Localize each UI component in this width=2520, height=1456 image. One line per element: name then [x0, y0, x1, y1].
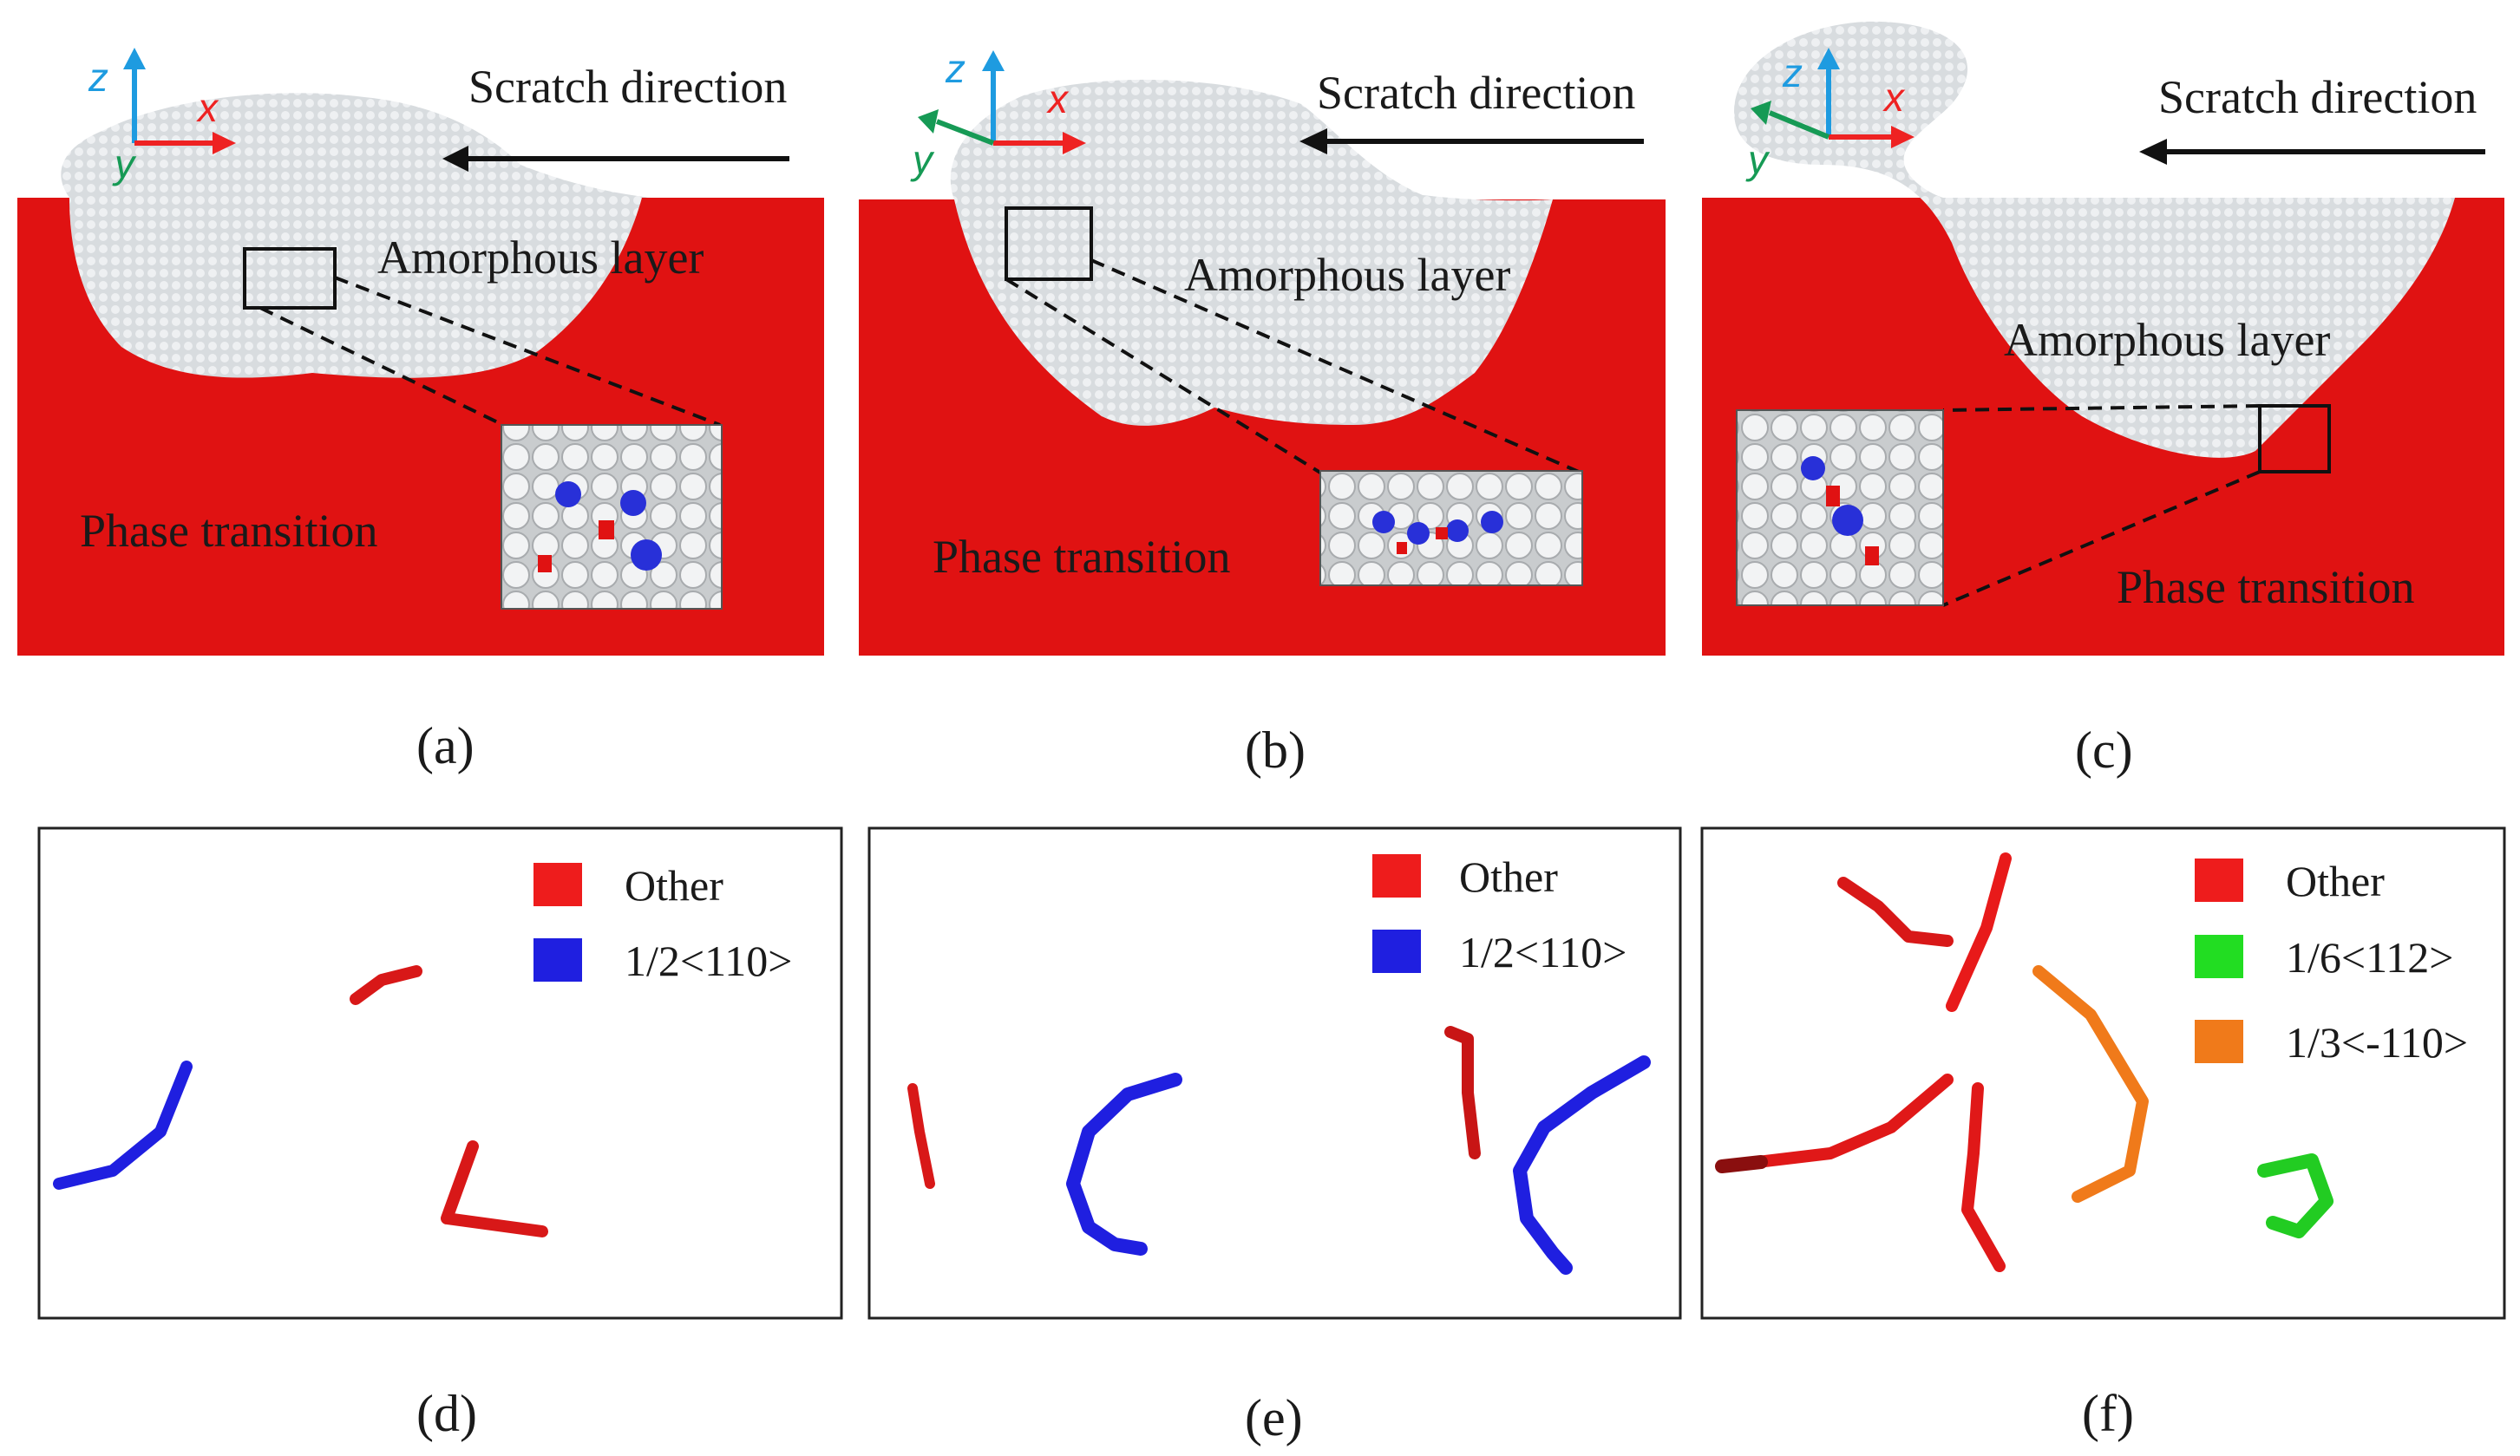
inset-atoms	[501, 424, 723, 610]
axis-x-label: x	[1882, 75, 1906, 120]
zoom-box	[1005, 206, 1093, 281]
legend-label-third110: 1/3<-110>	[2286, 1018, 2468, 1067]
phase-transition-label: Phase transition	[933, 531, 1230, 583]
scratch-direction-label: Scratch direction	[468, 61, 787, 113]
caption-a: (a)	[416, 717, 475, 774]
amorphous-label: Amorphous layer	[377, 232, 704, 284]
phase-transition-label: Phase transition	[80, 505, 377, 557]
legend-label-half110: 1/2<110>	[625, 937, 792, 985]
legend-label-other: Other	[625, 861, 723, 910]
amorphous-layer	[950, 79, 1553, 426]
dislocation-other	[350, 965, 422, 1005]
dislocation-other	[441, 1140, 548, 1237]
scratch-direction-label: Scratch direction	[1317, 67, 1635, 119]
phase-transition-label: Phase transition	[2117, 561, 2414, 613]
legend-label-other: Other	[1459, 852, 1558, 901]
legend-swatch-third110	[2195, 1020, 2243, 1063]
panel-c: z x y Scratch direction Amorphous layer …	[1702, 21, 2504, 779]
panel-a: z x y Scratch direction Amorphous layer …	[17, 48, 824, 774]
legend-swatch-other	[2195, 859, 2243, 902]
amorphous-label: Amorphous layer	[1184, 249, 1510, 301]
dislocation-sixth112	[2257, 1153, 2333, 1238]
dislocation-other	[907, 1083, 935, 1189]
axis-z-label: z	[945, 46, 965, 91]
legend-swatch-half110	[1372, 930, 1421, 973]
legend-swatch-other	[1372, 854, 1421, 898]
axis-y-label: y	[910, 137, 935, 182]
panel-frame	[1700, 826, 2506, 1320]
dislocation-half110	[1513, 1055, 1651, 1275]
legend-label-half110: 1/2<110>	[1459, 928, 1627, 976]
panel-d: Other 1/2<110> (d)	[37, 826, 843, 1442]
amorphous-layer	[61, 93, 651, 378]
panel-f: Other 1/6<112> 1/3<-110> (f)	[1700, 826, 2506, 1442]
dislocation-other	[1961, 1082, 2006, 1272]
panel-e: Other 1/2<110> (e)	[867, 826, 1682, 1446]
legend-swatch-half110	[533, 938, 582, 982]
scratch-arrow	[442, 146, 468, 172]
axis-x-label: x	[1046, 76, 1070, 121]
dislocation-other	[1837, 877, 1954, 947]
legend-label-sixth112: 1/6<112>	[2286, 933, 2453, 982]
legend-swatch-other	[533, 863, 582, 906]
axis-y-label: y	[1745, 137, 1771, 182]
amorphous-label: Amorphous layer	[2004, 314, 2330, 366]
caption-d: (d)	[416, 1385, 477, 1442]
scratch-direction-label: Scratch direction	[2158, 71, 2477, 123]
dislocation-other	[1716, 1074, 1954, 1172]
legend-label-other: Other	[2286, 857, 2385, 905]
caption-f: (f)	[2082, 1385, 2134, 1442]
dislocation-half110	[1066, 1073, 1182, 1256]
panel-b: z x y Scratch direction Amorphous layer …	[859, 46, 1666, 779]
caption-b: (b)	[1245, 721, 1306, 779]
axis-x-label: x	[196, 85, 219, 130]
panel-frame	[37, 826, 843, 1320]
dislocation-third110	[2032, 965, 2149, 1203]
legend-swatch-sixth112	[2195, 935, 2243, 978]
caption-c: (c)	[2075, 721, 2133, 779]
panel-frame	[867, 826, 1682, 1320]
axis-z-label: z	[1782, 50, 1803, 95]
axis-z-label: z	[88, 55, 108, 100]
dislocation-other	[1444, 1026, 1481, 1159]
dislocation-other	[1946, 852, 2012, 1012]
dislocation-half110	[53, 1061, 193, 1190]
zoom-box	[2258, 404, 2331, 473]
amorphous-layer	[1734, 21, 2455, 458]
scratch-arrow	[2139, 139, 2167, 165]
axis-y-label: y	[112, 141, 137, 186]
scratch-arrow	[1299, 128, 1327, 154]
caption-e: (e)	[1245, 1389, 1303, 1446]
